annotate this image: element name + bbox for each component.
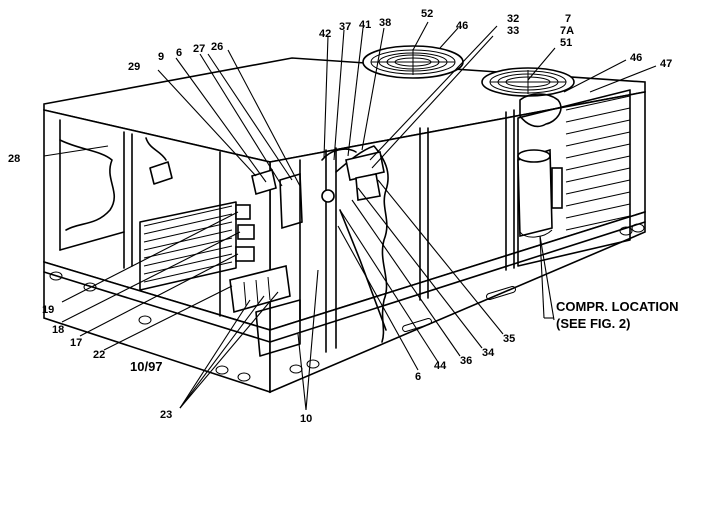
callout-19: 19 (42, 304, 54, 316)
callout-7: 7 (565, 13, 571, 25)
callout-29: 29 (128, 61, 140, 73)
callout-36: 36 (460, 355, 472, 367)
callout-22: 22 (93, 349, 105, 361)
callout-46: 46 (456, 20, 468, 32)
base-rail-holes (49, 223, 645, 382)
blower-compartment (59, 119, 303, 357)
callout-51: 51 (560, 37, 572, 49)
callout-32: 32 (507, 13, 519, 25)
condenser-fan-2 (481, 67, 575, 97)
condenser-fan-1 (362, 45, 464, 79)
callout-41: 41 (359, 19, 371, 31)
callout-33: 33 (507, 25, 519, 37)
callout-9: 9 (158, 51, 164, 63)
callout-27: 27 (193, 43, 205, 55)
callout-34: 34 (482, 347, 495, 359)
callout-38: 38 (379, 17, 391, 29)
leader-lines (43, 21, 657, 411)
date-code: 10/97 (130, 359, 163, 374)
unit-cabinet (43, 57, 646, 394)
compressor-location-ref: (SEE FIG. 2) (556, 316, 630, 331)
callout-7a: 7A (560, 25, 574, 37)
callout-6-lower: 6 (415, 371, 421, 383)
callout-18: 18 (52, 324, 64, 336)
callout-10: 10 (300, 413, 312, 425)
callout-labels: 52 46 32 33 7 7A 51 46 47 42 37 41 38 29… (8, 8, 679, 425)
callout-23: 23 (160, 409, 172, 421)
callout-44: 44 (434, 360, 447, 372)
callout-28: 28 (8, 153, 20, 165)
callout-47: 47 (660, 58, 672, 70)
callout-52: 52 (421, 8, 433, 20)
callout-6: 6 (176, 47, 182, 59)
callout-46-right: 46 (630, 52, 642, 64)
condenser-coil (517, 89, 631, 267)
callout-17: 17 (70, 337, 82, 349)
callout-37: 37 (339, 21, 351, 33)
callout-35: 35 (503, 333, 515, 345)
callout-26: 26 (211, 41, 223, 53)
front-panels (325, 109, 515, 353)
callout-42: 42 (319, 28, 331, 40)
compressor-location-label: COMPR. LOCATION (556, 299, 679, 314)
